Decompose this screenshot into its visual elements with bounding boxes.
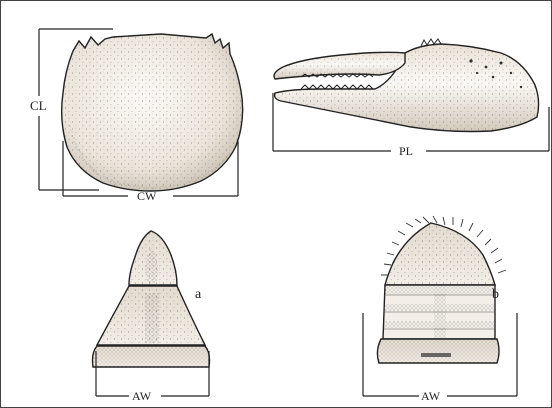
abdomen-b-drawing	[377, 216, 506, 363]
chela-drawing	[274, 39, 539, 132]
label-aw-b: AW	[421, 389, 441, 403]
label-panel-a: a	[195, 287, 202, 302]
label-aw-a: AW	[132, 389, 152, 403]
abdomen-a-drawing	[93, 231, 210, 367]
label-pl: PL	[399, 144, 413, 158]
label-cw: CW	[137, 189, 157, 203]
carapace-drawing	[62, 34, 243, 191]
label-panel-b: b	[492, 287, 499, 302]
label-cl: CL	[30, 98, 47, 113]
